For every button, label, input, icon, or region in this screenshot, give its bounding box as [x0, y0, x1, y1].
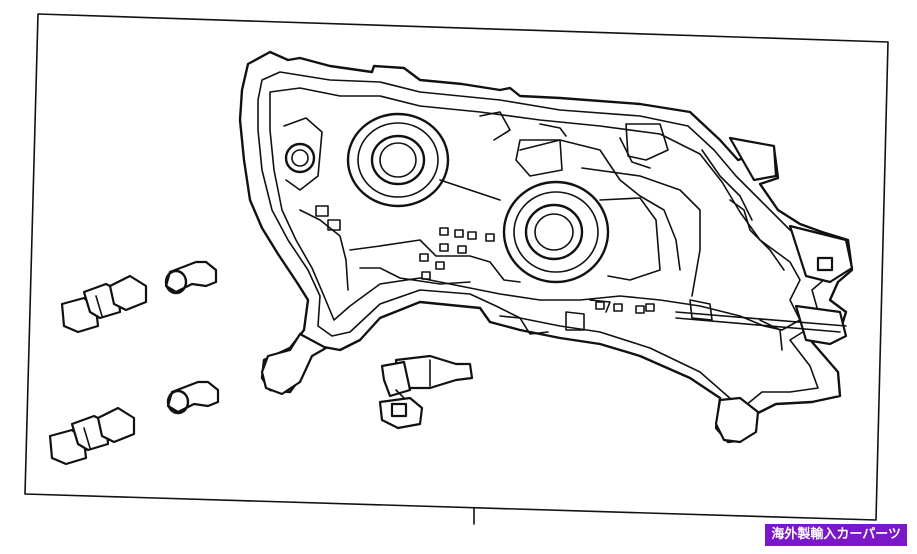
bulb-socket-upper	[60, 274, 148, 334]
headlamp-bulb	[378, 354, 474, 430]
housing-internal-details	[299, 111, 785, 351]
bulb-lower	[166, 380, 220, 415]
high-beam-projector	[502, 180, 610, 284]
headlamp-housing	[238, 50, 854, 444]
watermark-badge: 海外製輸入カーパーツ	[765, 524, 907, 546]
low-beam-projector	[346, 112, 450, 208]
bulb-socket-lower	[48, 406, 136, 466]
diagram-frame	[24, 13, 889, 525]
bulb-upper	[164, 260, 218, 295]
adjuster-port	[283, 117, 323, 191]
